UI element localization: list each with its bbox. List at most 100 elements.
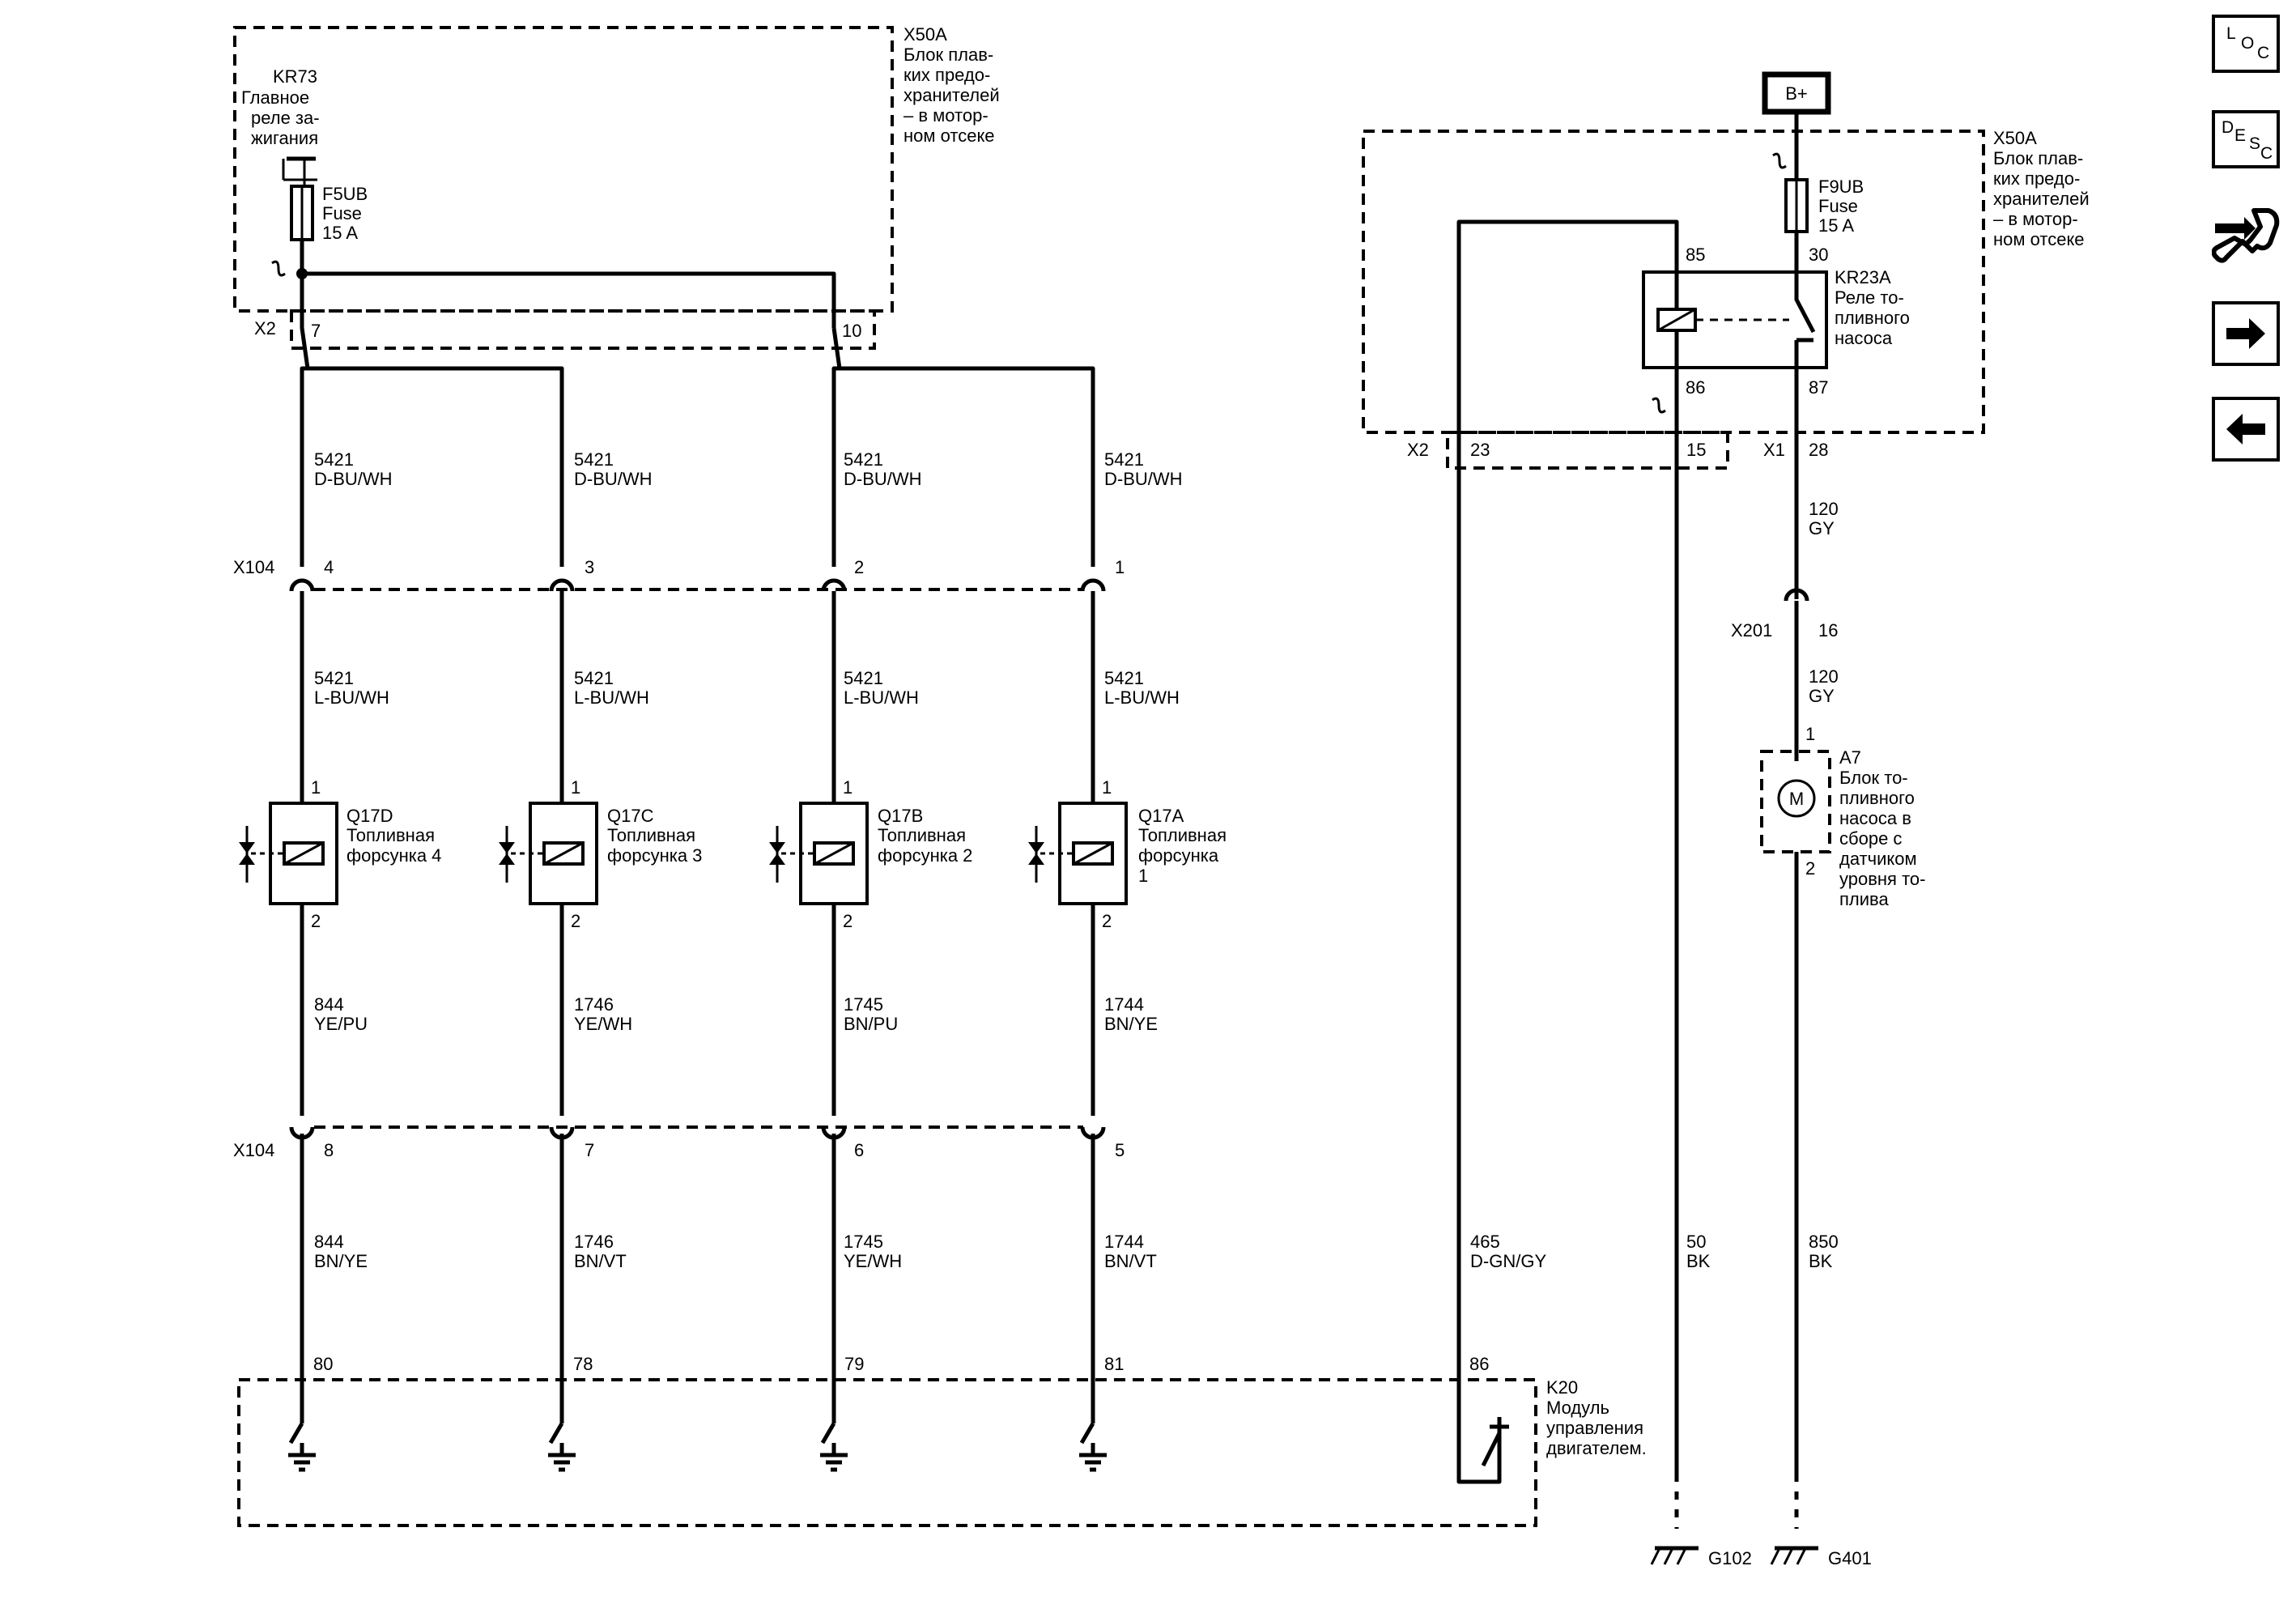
svg-text:C: C <box>2260 144 2273 163</box>
injector-out-2-circuit: 1746 <box>574 994 614 1015</box>
feed-wire-3-color: D-BU/WH <box>844 469 922 489</box>
q17c-id: Q17C <box>607 806 654 826</box>
kr73-name: Главное реле за- жигания <box>241 87 325 148</box>
a7-pin-2: 2 <box>1805 858 1815 879</box>
connector-x104-top: X104 4 3 2 1 <box>233 557 1125 592</box>
x104-bottom-id: X104 <box>233 1140 274 1160</box>
kr23a-pin-87: 87 <box>1809 377 1828 398</box>
feed-wire-labels: 5421 D-BU/WH 5421 D-BU/WH 5421 D-BU/WH 5… <box>314 449 1183 489</box>
wire-feed-column-1 <box>300 366 308 567</box>
x2-right-pin-15: 15 <box>1686 440 1706 460</box>
connector-wrench-icon[interactable] <box>2211 206 2280 274</box>
to-ecm-4-circuit: 1744 <box>1104 1232 1144 1252</box>
x2-right-pin-23: 23 <box>1470 440 1490 460</box>
battery-label: B+ <box>1785 83 1808 104</box>
to-ecm-4-color: BN/VT <box>1104 1251 1157 1271</box>
x50a-left-id: X50A <box>904 24 947 45</box>
injector-out-3-color: BN/PU <box>844 1014 898 1034</box>
battery-b-plus <box>1762 71 1831 115</box>
injector-out-1-color: YE/PU <box>314 1014 368 1034</box>
injector-in-4-circuit: 5421 <box>1104 668 1144 688</box>
g102-label: G102 <box>1708 1548 1752 1568</box>
x104-top-id: X104 <box>233 557 274 577</box>
svg-text:O: O <box>2241 34 2254 53</box>
to-ecm-2-circuit: 1746 <box>574 1232 614 1252</box>
feed-wire-4-color: D-BU/WH <box>1104 469 1183 489</box>
svg-text:1: 1 <box>571 777 580 798</box>
f5ub-id: F5UB <box>322 184 368 204</box>
to-ecm-3-circuit: 1745 <box>844 1232 883 1252</box>
svg-text:2: 2 <box>571 911 580 931</box>
svg-text:1: 1 <box>311 777 321 798</box>
ecm-relay-driver <box>1481 1417 1509 1467</box>
relay-ground-circuit: 50 <box>1686 1232 1706 1252</box>
arrow-left-icon[interactable] <box>2212 397 2280 462</box>
loc-button[interactable]: L O C <box>2212 15 2280 73</box>
k20-pin-81: 81 <box>1104 1354 1124 1374</box>
x50a-right-name: Блок плав- ких предо- хранителей – в мот… <box>1993 148 2094 249</box>
to-ecm-1-circuit: 844 <box>314 1232 344 1252</box>
ground-g102: G102 <box>1650 1482 1752 1568</box>
x2-left-pin-10: 10 <box>842 321 861 341</box>
x50a-left-name: Блок плав- ких предо- хранителей – в мот… <box>904 45 1005 146</box>
pump-ground-color: BK <box>1809 1251 1833 1271</box>
wire-relay-85-loop <box>1456 219 1679 1484</box>
x104-bottom-pin-7: 7 <box>585 1140 594 1160</box>
kr73-relay-symbol <box>282 156 317 188</box>
x1-right-id: X1 <box>1763 440 1785 460</box>
kr73-id: KR73 <box>273 66 317 87</box>
svg-text:1: 1 <box>843 777 852 798</box>
q17d-id: Q17D <box>347 806 393 826</box>
f5ub-rating: 15 A <box>322 223 358 243</box>
svg-text:2: 2 <box>1102 911 1112 931</box>
x104-bottom-pin-5: 5 <box>1115 1140 1125 1160</box>
wire-ignition-bus <box>302 271 836 328</box>
q17b-name: Топливная форсунка 2 <box>878 825 972 866</box>
x104-bottom-pin-6: 6 <box>854 1140 864 1160</box>
f5ub-name: Fuse <box>322 203 362 223</box>
injector-out-4-circuit: 1744 <box>1104 994 1144 1015</box>
svg-text:L: L <box>2226 24 2236 43</box>
ecm-wire-labels: 844 BN/YE 1746 BN/VT 1745 YE/WH 1744 BN/… <box>314 1232 1157 1271</box>
x104-top-pin-3: 3 <box>585 557 594 577</box>
feed-wire-1-circuit: 5421 <box>314 449 354 470</box>
k20-pin-86: 86 <box>1469 1354 1489 1374</box>
q17b-id: Q17B <box>878 806 923 826</box>
connector-x104-bottom: X104 8 7 6 5 <box>233 1126 1125 1160</box>
q17a-name: Топливная форсунка 1 <box>1138 825 1231 886</box>
f9ub-name: Fuse <box>1818 196 1858 216</box>
x2-left-id: X2 <box>254 318 276 338</box>
connector-x201: X201 16 <box>1731 588 1838 640</box>
injector-in-2-color: L-BU/WH <box>574 687 649 708</box>
connector-x2-left <box>290 309 876 350</box>
a7-name: Блок то- пливного насоса в сборе с датчи… <box>1839 768 1931 909</box>
kr23a-id: KR23A <box>1835 267 1891 287</box>
relay-ground-color: BK <box>1686 1251 1711 1271</box>
k20-id: K20 <box>1546 1377 1578 1398</box>
x1-right-pin-28: 28 <box>1809 440 1828 460</box>
desc-button[interactable]: D E S C <box>2212 110 2280 168</box>
f9ub-id: F9UB <box>1818 177 1864 197</box>
connector-x2-right <box>1446 431 1729 470</box>
pump-feed-a-color: GY <box>1809 518 1835 538</box>
injector-in-2-circuit: 5421 <box>574 668 614 688</box>
k20-name: Модуль управления двигателем. <box>1546 1398 1648 1458</box>
x201-pin-16: 16 <box>1818 620 1838 640</box>
arrow-right-icon[interactable] <box>2212 301 2280 366</box>
q17a-id: Q17A <box>1138 806 1184 826</box>
svg-text:E: E <box>2234 126 2246 145</box>
q17d-name: Топливная форсунка 4 <box>347 825 441 866</box>
feed-wire-3-circuit: 5421 <box>844 449 883 470</box>
wire-feed-branch-b <box>831 327 1095 567</box>
q17c-name: Топливная форсунка 3 <box>607 825 702 866</box>
kr23a-coil-and-contact <box>1656 272 1816 343</box>
injector-q17a: 1 2 Q17A Топливная форсунка 1 <box>1028 777 1231 931</box>
x2-left-pin-7: 7 <box>311 321 321 341</box>
a7-id: A7 <box>1839 747 1861 768</box>
injector-out-4-color: BN/YE <box>1104 1014 1158 1034</box>
injector-q17d: 1 2 Q17D Топливная форсунка 4 <box>239 777 441 931</box>
injector-in-1-color: L-BU/WH <box>314 687 389 708</box>
injector-in-4-color: L-BU/WH <box>1104 687 1180 708</box>
svg-text:S: S <box>2249 134 2260 153</box>
